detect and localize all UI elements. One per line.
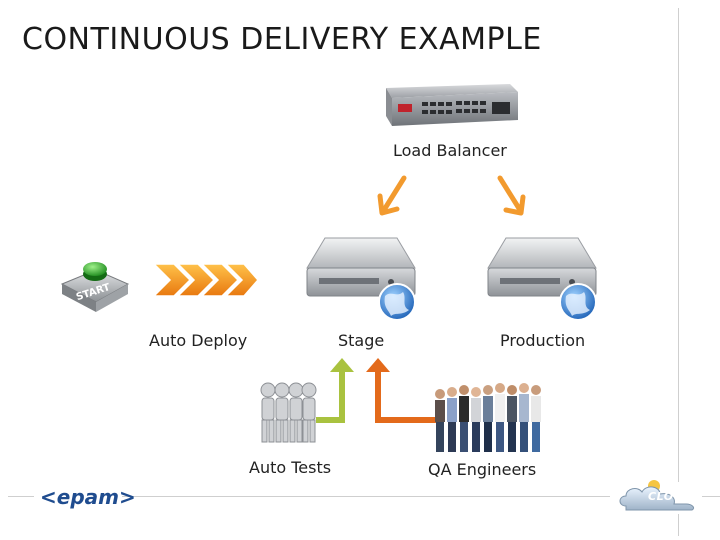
right-divider-line-bottom [678,514,679,536]
auto-tests-label: Auto Tests [249,458,332,477]
footer-divider-left [8,496,34,497]
production-label: Production [500,331,586,350]
footer-divider-right [702,496,720,497]
production-server-icon [487,237,597,321]
auto-deploy-label: Auto Deploy [149,331,248,350]
right-divider-line [678,8,679,482]
stage-label: Stage [338,331,385,350]
people-group-icon [435,383,541,452]
load-balancer-icon [386,84,518,126]
load-balancer-label: Load Balancer [393,141,507,160]
epam-logo: <epam> [40,485,136,509]
auto-tests-to-stage-arrow [316,358,354,423]
chevron-arrows-icon [152,263,259,297]
robot-group-icon [260,382,317,443]
qa-engineers-label: QA Engineers [428,460,537,479]
qa-to-stage-arrow [366,358,440,423]
footer-divider-middle [122,496,610,497]
cloud-logo-text: CLOUD [648,490,693,503]
cloud-icon [619,480,695,511]
load-balancer-arrows [377,175,526,216]
slide-title: CONTINUOUS DELIVERY EXAMPLE [22,22,542,57]
stage-server-icon [306,237,416,321]
start-button-icon: START [60,262,130,312]
